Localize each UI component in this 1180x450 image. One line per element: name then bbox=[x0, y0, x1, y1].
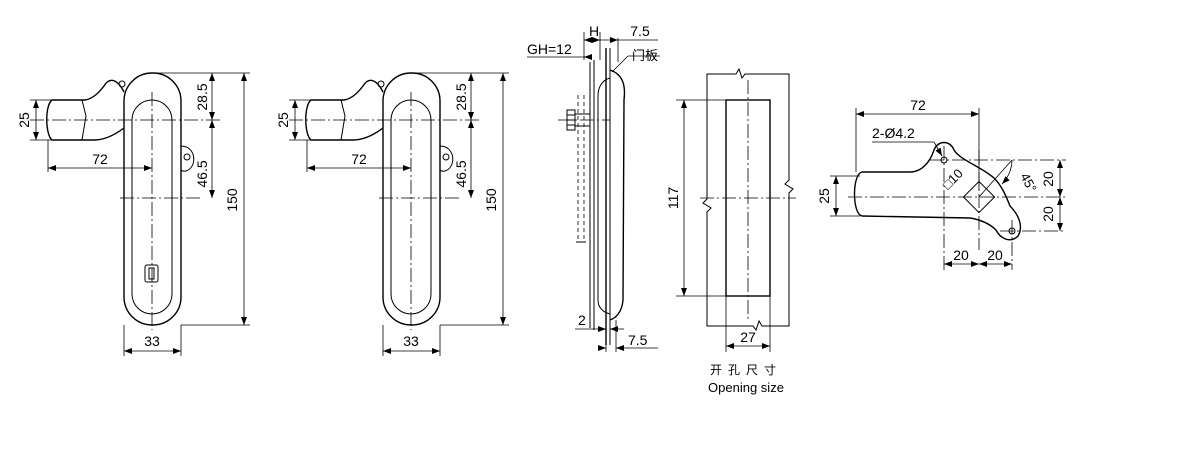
dim-33: 33 bbox=[403, 333, 419, 349]
side-view: H 7.5 GH=12 门板 2 7.5 bbox=[527, 23, 660, 352]
dim-46-5: 46.5 bbox=[194, 160, 210, 187]
mounting-tab bbox=[439, 145, 454, 172]
dim-150: 150 bbox=[224, 188, 240, 212]
latch-plate-view: 45° □10 72 2-Ø4.2 25 20 20 20 20 bbox=[816, 97, 1066, 270]
dim-h: H bbox=[589, 23, 599, 39]
dim-72-plate: 72 bbox=[910, 97, 926, 113]
handle-profile bbox=[609, 69, 626, 321]
square-10-label: □10 bbox=[940, 166, 966, 192]
dim-27: 27 bbox=[740, 329, 756, 345]
dim-7-5-bottom: 7.5 bbox=[628, 332, 648, 348]
dim-46-5: 46.5 bbox=[453, 160, 469, 187]
dim-25: 25 bbox=[275, 112, 291, 128]
dim-7-5-top: 7.5 bbox=[630, 23, 650, 39]
door-panel-label: 门板 bbox=[632, 48, 658, 63]
square-drive-hole bbox=[962, 180, 996, 214]
dim-25: 25 bbox=[16, 112, 32, 128]
dim-72: 72 bbox=[351, 151, 367, 167]
front-view-with-lock: 25 72 28.5 46.5 150 33 bbox=[16, 72, 250, 356]
dim-33: 33 bbox=[144, 333, 160, 349]
lever-arm bbox=[305, 79, 384, 141]
dim-117: 117 bbox=[665, 187, 681, 210]
dim-150: 150 bbox=[483, 188, 499, 212]
opening-caption-cn: 开孔尺寸 bbox=[710, 363, 782, 377]
dim-20-bottom-right: 20 bbox=[987, 247, 1003, 263]
opening-caption-en: Opening size bbox=[708, 380, 784, 395]
dim-20-lower: 20 bbox=[1040, 206, 1056, 222]
dim-25-plate: 25 bbox=[816, 188, 832, 204]
panel-outline bbox=[702, 67, 794, 332]
gh-label: GH=12 bbox=[527, 41, 572, 57]
front-view-plain: 25 72 28.5 46.5 150 33 bbox=[275, 72, 509, 356]
dim-28-5: 28.5 bbox=[453, 83, 469, 110]
dim-20-bottom-left: 20 bbox=[953, 247, 969, 263]
lever-arm bbox=[46, 79, 125, 141]
dim-2: 2 bbox=[578, 312, 586, 328]
angle-45: 45° bbox=[1017, 170, 1039, 194]
dim-20-upper: 20 bbox=[1040, 171, 1056, 187]
hole-callout: 2-Ø4.2 bbox=[872, 125, 915, 141]
key-cylinder bbox=[144, 264, 159, 283]
dim-72: 72 bbox=[92, 151, 108, 167]
pivot-hole bbox=[377, 80, 385, 88]
latch-plate-outline bbox=[853, 141, 1022, 241]
dim-28-5: 28.5 bbox=[194, 83, 210, 110]
pivot-hole bbox=[118, 80, 126, 88]
opening-size-view: 117 27 开孔尺寸 Opening size bbox=[665, 67, 796, 395]
mounting-tab bbox=[180, 145, 195, 172]
